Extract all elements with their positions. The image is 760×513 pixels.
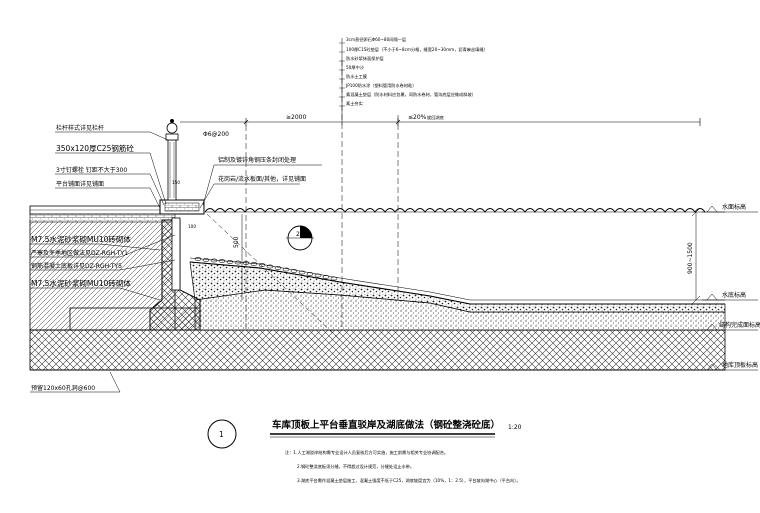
detail-bubble xyxy=(207,419,237,449)
top-dimensions xyxy=(180,118,701,126)
platform-brick xyxy=(29,213,176,223)
subgrade-soil xyxy=(29,329,726,371)
label-basement-roof-level: 地库顶板标高 xyxy=(722,361,758,369)
layer-notes: 3cm直径卵石Φ60~80间隔一层 100厚C15砼垫层（不小于6~8cm分格，… xyxy=(339,36,488,125)
wall-core xyxy=(171,217,181,291)
note-2: 2.钢砼整浇底板须分缝，不得超过设计规范，分缝处设止水带。 xyxy=(297,463,414,470)
label-paving: 平台铺面详见铺面 xyxy=(56,180,104,188)
section-marker: 2 xyxy=(286,225,314,251)
left-callouts xyxy=(30,131,176,393)
drawing-scale: 1:20 xyxy=(508,424,522,431)
label-brick-2: M7.5水泥砂浆砌MU10砖砌体 xyxy=(31,278,131,288)
label-brick-1: M7.5水泥砂浆砌MU10砖砌体 xyxy=(31,234,131,244)
right-elevation-marks xyxy=(702,205,758,371)
layer-note-8: 素土夯实 xyxy=(346,100,363,107)
dim-top-left: ≥2000 xyxy=(286,114,306,121)
label-reserved-hole: 预留120x60孔洞@600 xyxy=(31,384,95,392)
dim-wall-height: 500 xyxy=(233,236,240,248)
dim-wall-cap: 100 xyxy=(188,224,196,229)
label-bolt: 3寸钉螺栓 钉距不大于300 xyxy=(56,166,127,174)
layer-note-3: 防水砂浆抹面保护层 xyxy=(346,55,384,62)
label-railing: 栏杆样式详见栏杆 xyxy=(56,124,104,132)
dim-water-depth: 900~1500 xyxy=(687,242,694,274)
lakebed-liner xyxy=(189,261,725,305)
note-1: 注：1.人工湖驳岸结构需专业设计人员复核后方可实施，施工前需与相关专业协调配合。 xyxy=(285,449,448,456)
coping-inner xyxy=(164,202,200,212)
title-block: 1 车库顶板上平台垂直驳岸及湖底做法（钢砼整浇砼底） 1:20 xyxy=(207,419,522,449)
layer-note-6: JP100防水涂（塑料管用防水卷材粘） xyxy=(345,82,416,89)
railing-post xyxy=(165,119,179,201)
dim-top-right-note: 旋回湖底 xyxy=(427,114,444,121)
water-depth-tick-top xyxy=(691,207,701,217)
lakebed-liner-2 xyxy=(189,257,725,301)
dim-rebar: Φ6@200 xyxy=(203,131,229,138)
dim-top-right: ≤20% xyxy=(408,114,427,121)
label-coping: 350x120厚C25钢筋砼 xyxy=(56,143,134,153)
layer-note-7: 素混凝土垫层（防水材料应包裹，同防水卷材，管沟底层应做成斜坡） xyxy=(346,91,476,98)
center-callouts xyxy=(199,164,322,209)
layer-note-1: 3cm直径卵石Φ60~80间隔一层 xyxy=(346,36,406,43)
label-rc-slab: 钢筋混凝土底板详见DZ-RGH-TY5 xyxy=(31,262,122,270)
section-body xyxy=(29,60,726,371)
label-sealant: 铝制及镀锌角钢压条封闭处理 xyxy=(218,156,296,164)
slope-line xyxy=(206,213,341,341)
section-marker-number: 2 xyxy=(296,231,300,238)
label-structure-level: 结构完成面标高 xyxy=(719,321,760,329)
label-water-level: 水面标高 xyxy=(722,203,746,211)
water-surface xyxy=(204,208,706,213)
water-depth-tick-bottom xyxy=(691,295,701,305)
layer-note-2: 100厚C15砼垫层（不小于6~8cm分格，缝宽20~30mm，沥青麻丝填缝） xyxy=(346,46,488,53)
note-3: 3.湖底平台需作混凝土垫层施工，混凝土强度不低于C25，湖底坡度宜为（10%，1… xyxy=(297,477,521,484)
footing xyxy=(69,307,201,331)
label-stone: 花岗岩/流水板面/其他，详见铺面 xyxy=(218,175,306,183)
dim-wall-width: 150 xyxy=(172,180,180,185)
label-lakebed-level: 水底标高 xyxy=(722,291,746,299)
label-cold-region: 严寒及冬季地区做法见DZ-RGH-TY1 xyxy=(31,249,128,257)
drawing-title: 车库顶板上平台垂直驳岸及湖底做法（钢砼整浇砼底） xyxy=(272,419,500,431)
detail-number: 1 xyxy=(219,430,224,439)
layer-note-4: 50厚中沙 xyxy=(346,64,365,71)
layer-note-5: 防水土工膜 xyxy=(346,73,367,80)
